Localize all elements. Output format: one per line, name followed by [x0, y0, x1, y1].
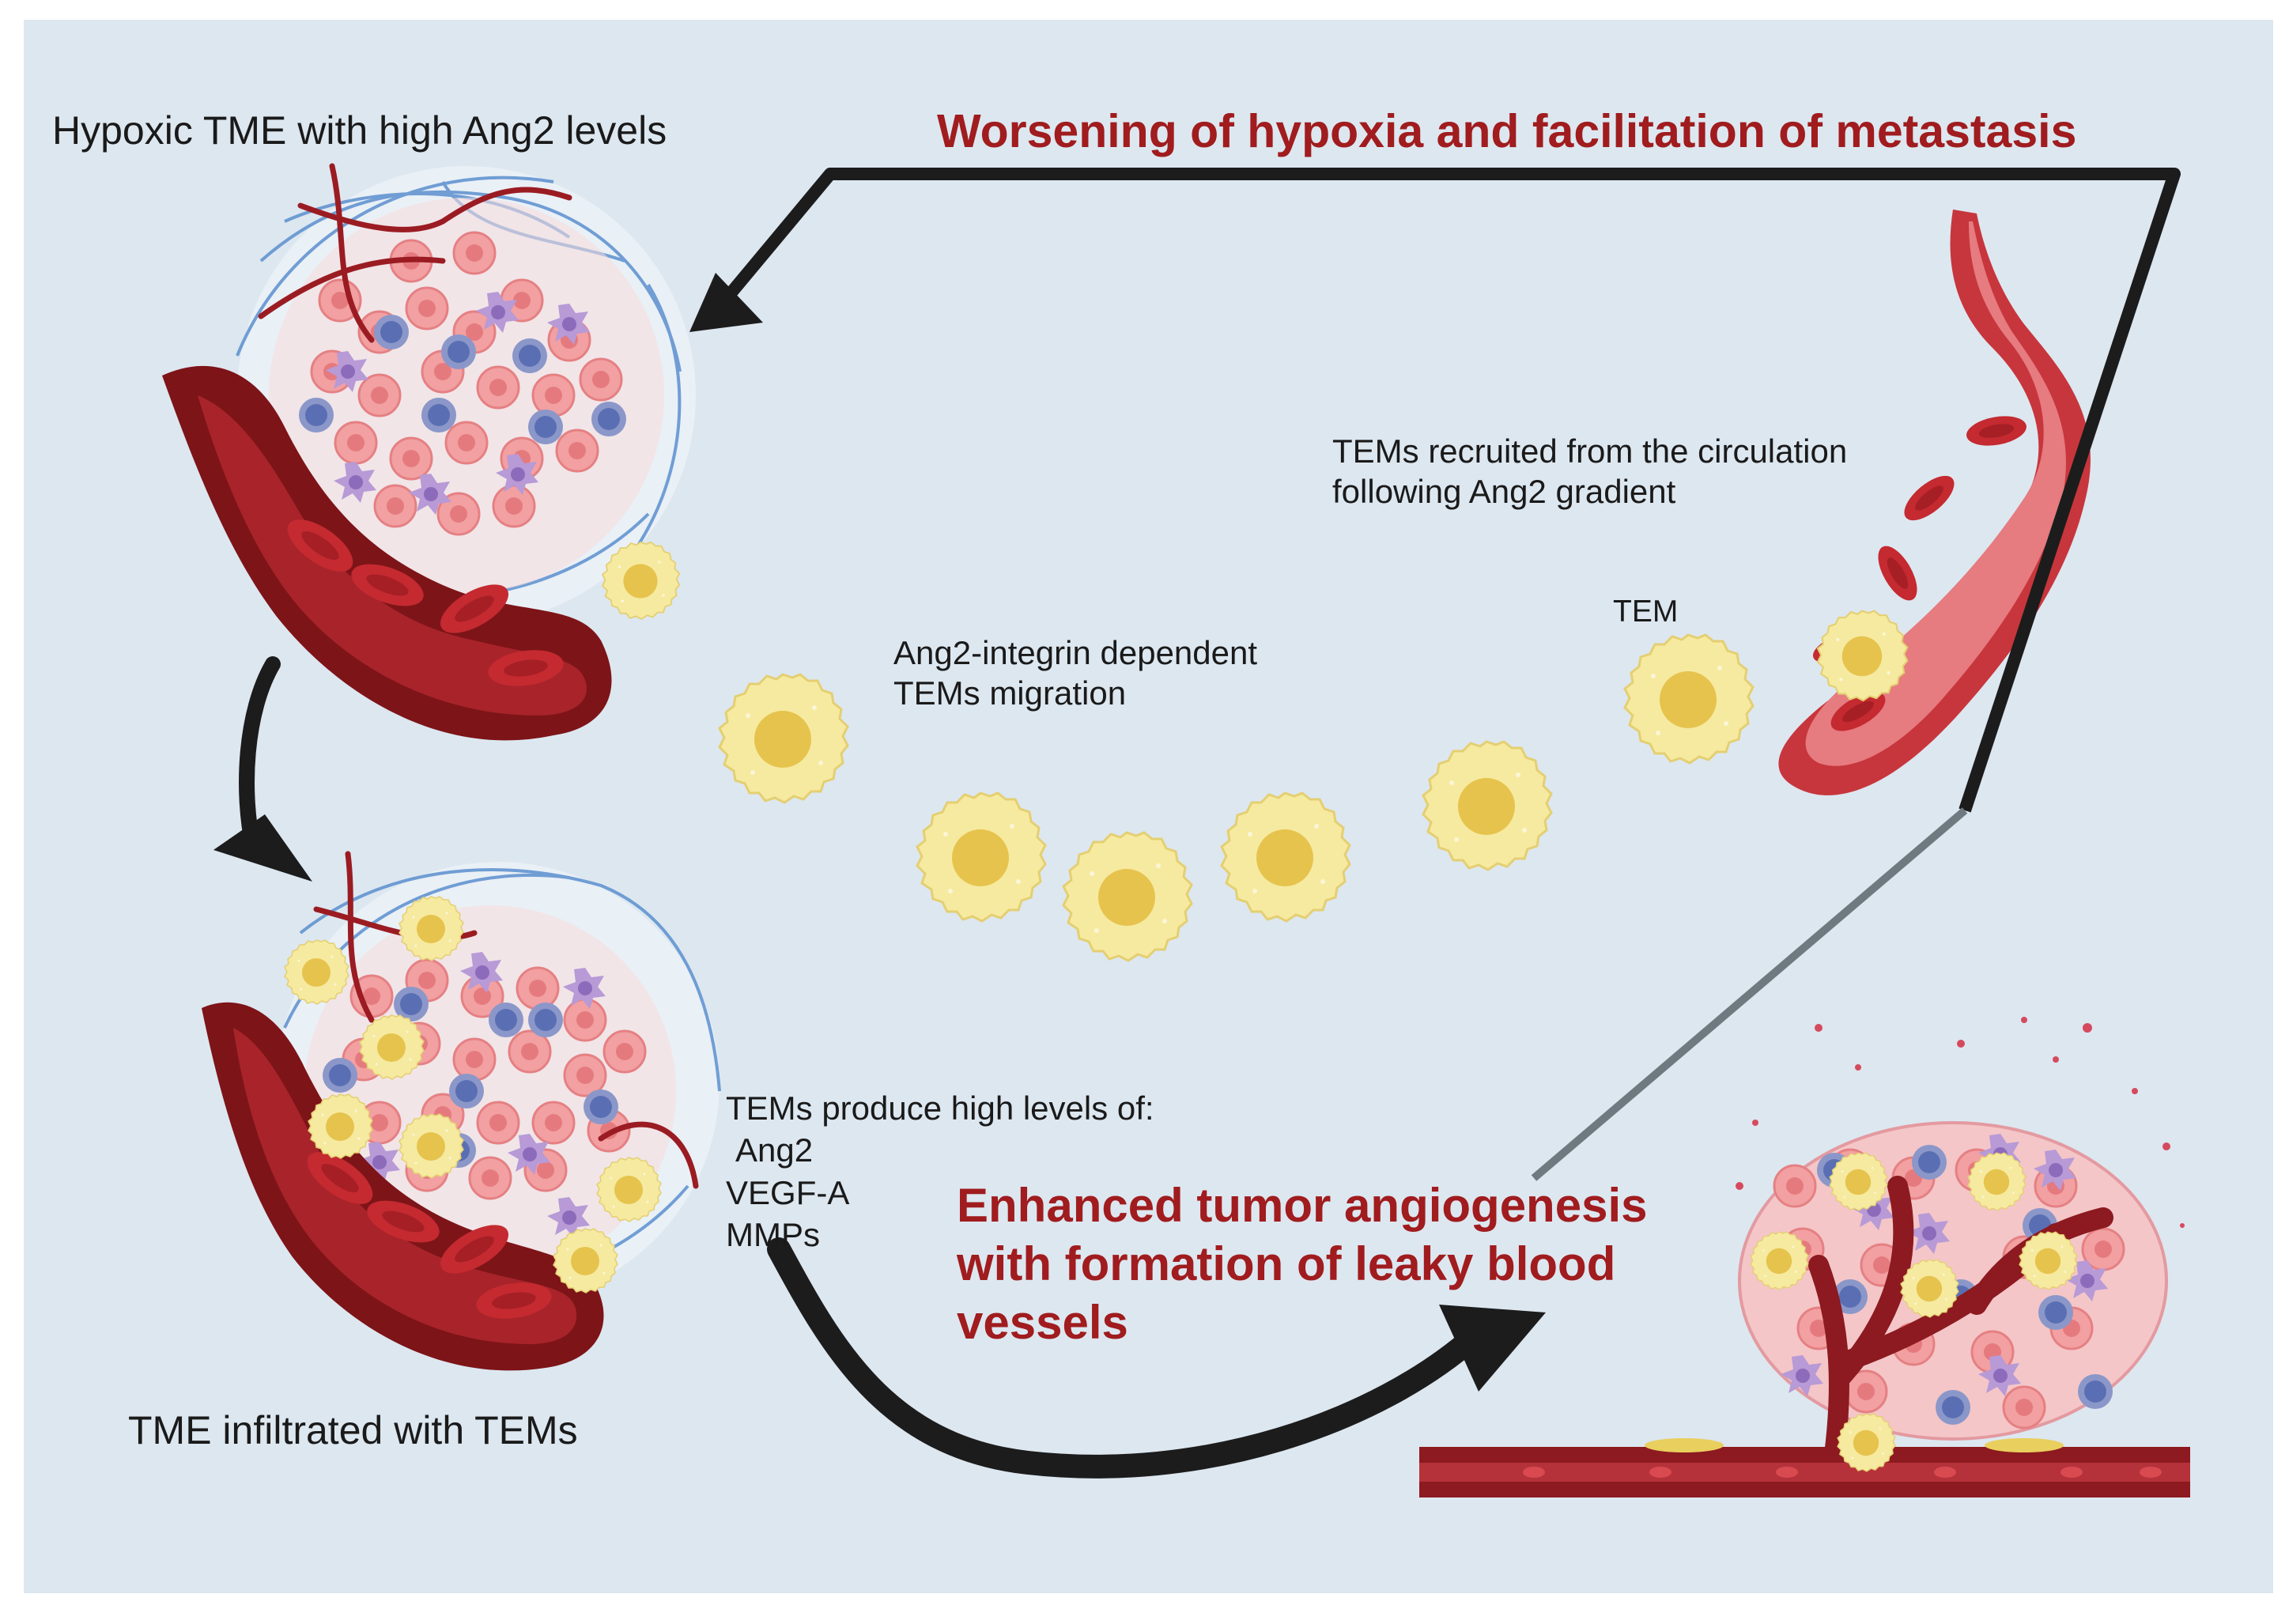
- hypoxic-tumor-illustration: [162, 163, 696, 741]
- migration-label: Ang2-integrin dependent TEMs migration: [893, 634, 1258, 712]
- feedback-arrow-icon: [689, 168, 2181, 1181]
- tems-recruited-label: TEMs recruited from the circulation foll…: [1332, 432, 1848, 511]
- enhanced-angiogenesis-title: Enhanced tumor angiogenesis with formati…: [957, 1179, 1648, 1349]
- tem-label: TEM: [1613, 595, 1679, 629]
- produce-item: VEGF-A: [726, 1173, 850, 1211]
- produce-item: MMPs: [726, 1215, 820, 1253]
- curved-arrow-icon: [767, 1237, 1546, 1479]
- hypoxic-tme-label: Hypoxic TME with high Ang2 levels: [52, 108, 667, 153]
- worsening-title: Worsening of hypoxia and facilitation of…: [937, 105, 2077, 157]
- circulation-vessel-illustration: [1778, 210, 2091, 795]
- tems-produce-list: TEMs produce high levels of: Ang2 VEGF-A…: [726, 1087, 1154, 1256]
- angiogenic-tumor-illustration: [1419, 1017, 2190, 1497]
- infiltrated-tumor-illustration: [202, 851, 721, 1371]
- produce-item: Ang2: [735, 1131, 814, 1169]
- down-arrow-icon: [213, 656, 312, 882]
- infiltrated-tme-label: TME infiltrated with TEMs: [128, 1408, 578, 1452]
- tems-produce-title: TEMs produce high levels of:: [726, 1090, 1154, 1127]
